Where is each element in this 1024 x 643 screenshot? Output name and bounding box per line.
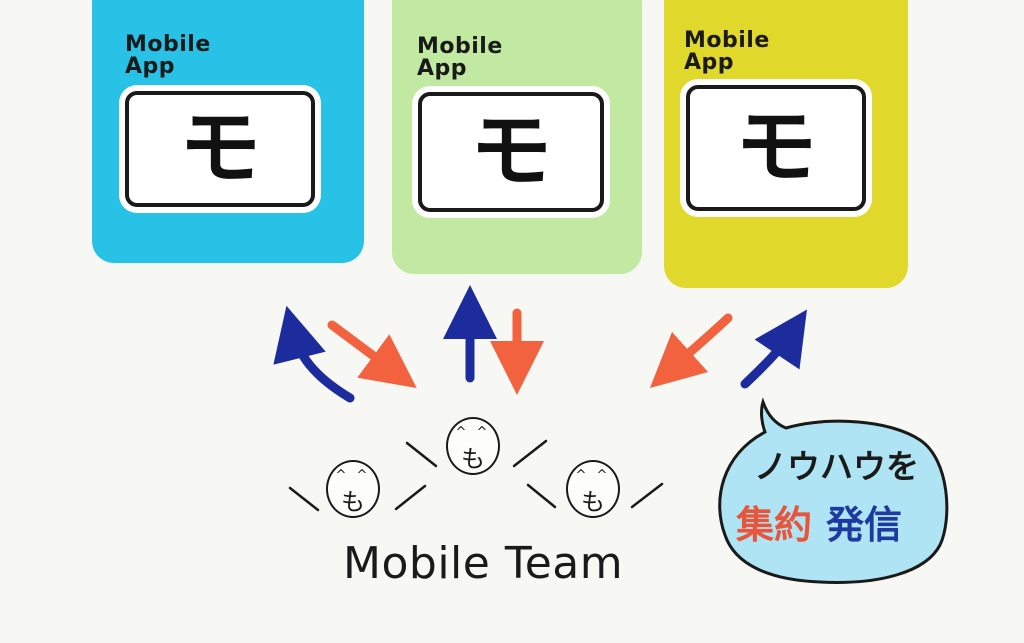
excitement-rays <box>288 439 664 512</box>
arrow-down-right <box>649 313 733 389</box>
app-label: Mobile App <box>125 32 211 79</box>
arrow-down-left <box>327 320 417 389</box>
arrow-up-left <box>273 305 355 403</box>
app-icon: モ <box>418 92 604 212</box>
app-card-1: Mobile App モ <box>92 0 364 263</box>
bubble-word-share: 発信 <box>826 503 903 547</box>
app-card-2: Mobile App モ <box>392 0 642 274</box>
team-member-face: ^ ^ も <box>566 460 620 518</box>
team-member-face: ^ ^ も <box>446 417 500 475</box>
bubble-word-collect: 集約 <box>736 503 813 547</box>
speech-bubble <box>718 397 949 584</box>
bubble-text-line1: ノウハウを <box>754 447 919 486</box>
mo-glyph: モ <box>469 104 552 199</box>
arrow-up-right <box>740 309 807 389</box>
app-label: Mobile App <box>684 28 770 75</box>
app-label: Mobile App <box>417 34 503 81</box>
mo-glyph: モ <box>734 100 817 195</box>
team-label: Mobile Team <box>343 538 624 589</box>
team-member-face: ^ ^ も <box>326 460 380 518</box>
app-card-3: Mobile App モ <box>664 0 908 288</box>
bubble-text-line2: 集約発信 <box>736 494 902 549</box>
mo-glyph: モ <box>178 101 261 196</box>
app-icon: モ <box>125 91 315 207</box>
app-icon: モ <box>686 85 866 211</box>
